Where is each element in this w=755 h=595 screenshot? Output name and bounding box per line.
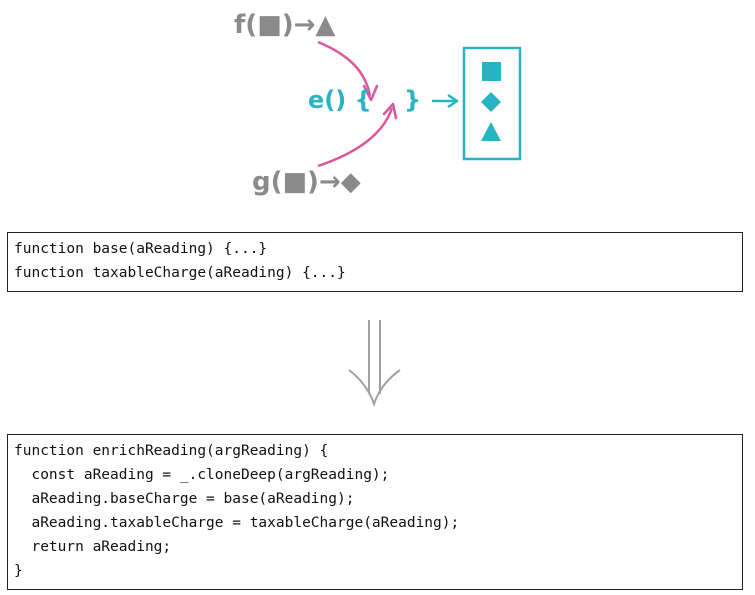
square-icon bbox=[482, 62, 501, 81]
code-line: aReading.taxableCharge = taxableCharge(a… bbox=[14, 515, 460, 531]
code-line: function base(aReading) {...} bbox=[14, 241, 268, 257]
g-function-label: g(■)→◆ bbox=[252, 167, 361, 197]
triangle-icon bbox=[481, 122, 501, 141]
code-line: function enrichReading(argReading) { bbox=[14, 443, 329, 459]
code-line: } bbox=[14, 563, 23, 579]
code-block-before: function base(aReading) {...} function t… bbox=[7, 232, 743, 292]
f-to-e-arrow bbox=[317, 40, 372, 97]
g-to-e-arrowhead bbox=[382, 102, 398, 120]
e-to-result-arrowhead bbox=[447, 93, 459, 109]
transform-down-arrow-icon bbox=[348, 320, 401, 408]
refactoring-diagram: f(■)→▲ e() { } g(■)→◆ bbox=[234, 10, 522, 408]
code-line: function taxableCharge(aReading) {...} bbox=[14, 265, 346, 281]
e-function-open: e() { bbox=[308, 86, 372, 114]
f-function-label: f(■)→▲ bbox=[234, 10, 335, 40]
e-function-close: } bbox=[404, 86, 421, 114]
code-line: aReading.baseCharge = base(aReading); bbox=[14, 491, 355, 507]
result-box bbox=[462, 46, 522, 161]
diamond-icon bbox=[481, 92, 501, 112]
code-block-after: function enrichReading(argReading) { con… bbox=[7, 434, 743, 590]
f-to-e-arrowhead bbox=[362, 84, 379, 102]
code-line: const aReading = _.cloneDeep(argReading)… bbox=[14, 467, 390, 483]
code-line: return aReading; bbox=[14, 539, 172, 555]
g-to-e-arrow bbox=[317, 107, 394, 168]
